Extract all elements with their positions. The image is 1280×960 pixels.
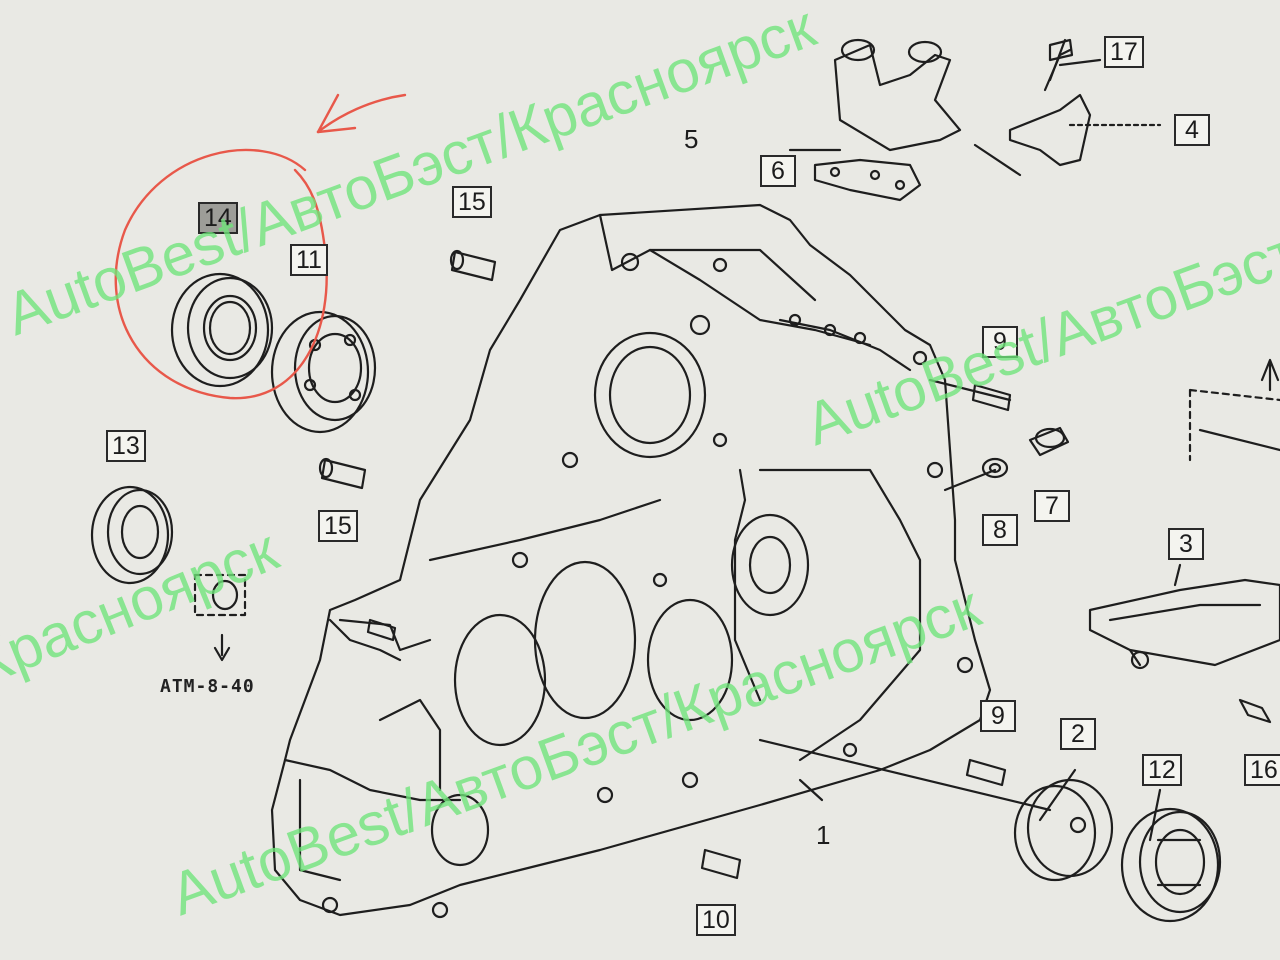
- up-arrow-icon: [1260, 358, 1280, 392]
- callout-16: 16: [1244, 754, 1280, 786]
- solenoid-assembly-part: [813, 38, 962, 202]
- callout-5: 5: [684, 124, 699, 154]
- mounting-bracket-part: [1008, 38, 1092, 167]
- callout-2: 2: [1060, 718, 1096, 750]
- callout-13: 13: [106, 430, 146, 462]
- callout-17: 17: [1104, 36, 1144, 68]
- callout-1: 1: [816, 820, 831, 850]
- dowel-pins-part: [318, 249, 1012, 880]
- callout-15-top: 15: [452, 186, 492, 218]
- bolts-part: [1048, 38, 1272, 724]
- callout-15-mid: 15: [318, 510, 358, 542]
- callout-6: 6: [760, 155, 796, 187]
- callout-8: 8: [982, 514, 1018, 546]
- highlight-arrow: [316, 93, 407, 134]
- callout-7: 7: [1034, 490, 1070, 522]
- callout-4: 4: [1174, 114, 1210, 146]
- small-bearing-part: [90, 485, 174, 585]
- oil-seal-part: [170, 272, 274, 388]
- stud-part: [1198, 428, 1280, 452]
- callout-14: 14: [198, 202, 238, 234]
- transmission-housing-part: [270, 203, 992, 919]
- cover-disc-part: [1013, 778, 1114, 882]
- callout-10: 10: [696, 904, 736, 936]
- callout-11: 11: [290, 244, 328, 276]
- callout-3: 3: [1168, 528, 1204, 560]
- callout-9-bottom: 9: [980, 700, 1016, 732]
- oil-tray-part: [1088, 578, 1280, 670]
- callout-12: 12: [1142, 754, 1182, 786]
- bolt-and-washer-part: [981, 426, 1070, 479]
- down-arrow-icon: [213, 633, 231, 662]
- roller-bearing-part: [1120, 807, 1222, 923]
- callout-9-top: 9: [982, 326, 1018, 358]
- reference-dashed-box: [193, 573, 247, 617]
- reference-label: ATM-8-40: [160, 676, 255, 697]
- ball-bearing-part: [270, 310, 377, 434]
